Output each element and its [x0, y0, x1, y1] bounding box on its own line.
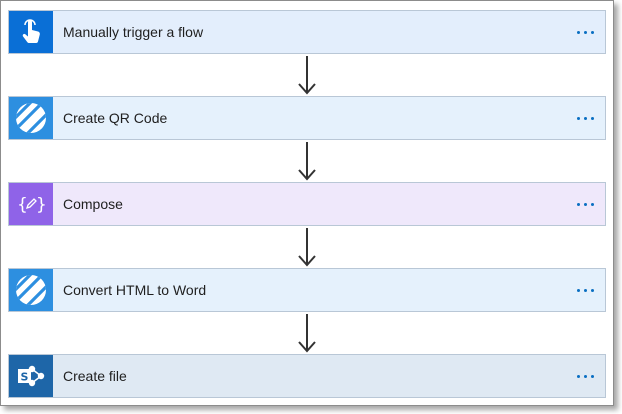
step-compose[interactable]: { } Compose — [8, 182, 606, 226]
striped-circle-icon — [9, 269, 53, 311]
more-options-button[interactable] — [565, 355, 605, 397]
more-options-button[interactable] — [565, 11, 605, 53]
step-title: Create QR Code — [63, 110, 168, 126]
step-convert-html-to-word[interactable]: Convert HTML to Word — [8, 268, 606, 312]
ellipsis-icon — [576, 288, 594, 292]
arrow-down-icon — [298, 314, 316, 353]
ellipsis-icon — [576, 202, 594, 206]
svg-text:S: S — [21, 371, 29, 384]
svg-text:}: } — [36, 195, 46, 215]
striped-circle-icon — [9, 97, 53, 139]
arrow-down-icon — [298, 142, 316, 181]
ellipsis-icon — [576, 116, 594, 120]
flow-canvas: Manually trigger a flow Create QR Code — [0, 0, 614, 406]
step-title: Convert HTML to Word — [63, 282, 207, 298]
more-options-button[interactable] — [565, 97, 605, 139]
svg-text:{: { — [17, 195, 28, 215]
more-options-button[interactable] — [565, 183, 605, 225]
hand-pointer-icon — [9, 11, 53, 53]
step-create-qr-code[interactable]: Create QR Code — [8, 96, 606, 140]
more-options-button[interactable] — [565, 269, 605, 311]
step-title: Compose — [63, 196, 123, 212]
arrow-down-icon — [298, 228, 316, 267]
ellipsis-icon — [576, 30, 594, 34]
sharepoint-icon: S — [9, 355, 53, 397]
compose-braces-icon: { } — [9, 183, 53, 225]
step-create-file[interactable]: S Create file — [8, 354, 606, 398]
ellipsis-icon — [576, 374, 594, 378]
step-title: Create file — [63, 368, 127, 384]
step-manually-trigger[interactable]: Manually trigger a flow — [8, 10, 606, 54]
step-title: Manually trigger a flow — [63, 24, 204, 40]
arrow-down-icon — [298, 56, 316, 95]
